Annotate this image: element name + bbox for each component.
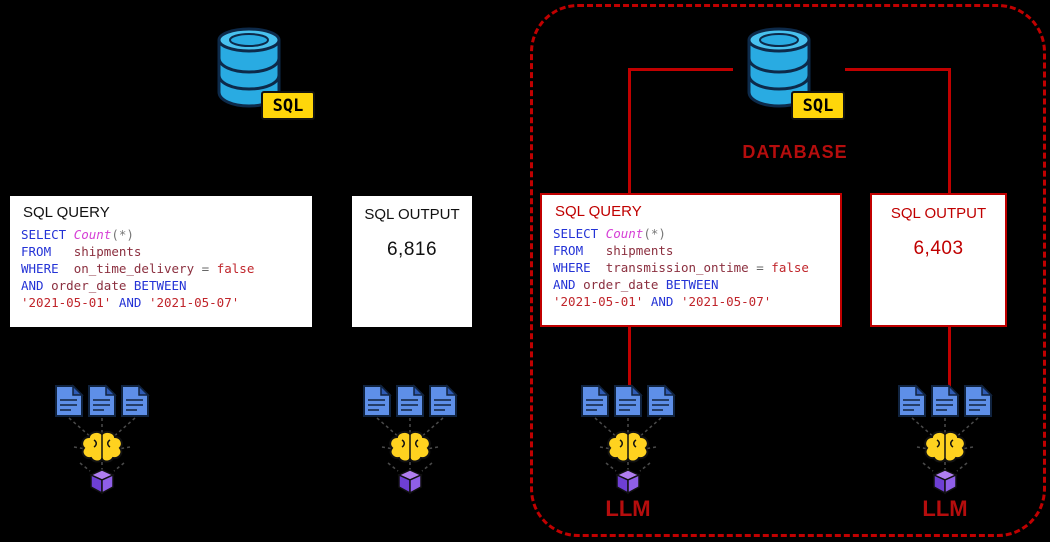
sql-query-title: SQL QUERY — [23, 204, 110, 221]
sql-output-title: SQL OUTPUT — [364, 206, 460, 223]
sql-output-box: SQL OUTPUT 6,816 — [352, 196, 472, 327]
sql-badge: SQL — [261, 91, 315, 120]
sql-output-box: SQL OUTPUT 6,403 — [870, 193, 1007, 327]
output-to-llm-connector — [948, 327, 951, 388]
sql-badge: SQL — [791, 91, 845, 120]
sql-query-title: SQL QUERY — [555, 203, 642, 220]
llm-label: LLM — [922, 496, 968, 521]
db-to-query-connector — [628, 68, 631, 193]
database-icon: SQL — [203, 22, 315, 120]
llm-icon-cluster — [360, 384, 460, 496]
llm-icon-cluster — [895, 384, 995, 496]
sql-output-value: 6,403 — [913, 238, 964, 259]
sql-output-title: SQL OUTPUT — [890, 205, 987, 222]
highlighted-pipeline-enclosure — [530, 4, 1046, 537]
db-to-output-connector — [948, 68, 951, 193]
llm-label: LLM — [605, 496, 651, 521]
database-label: DATABASE — [742, 142, 848, 162]
llm-icon-cluster — [52, 384, 152, 496]
llm-icon-cluster — [578, 384, 678, 496]
sql-output-value: 6,816 — [386, 239, 438, 260]
database-icon: SQL — [733, 22, 845, 120]
query-to-llm-connector — [628, 327, 631, 388]
